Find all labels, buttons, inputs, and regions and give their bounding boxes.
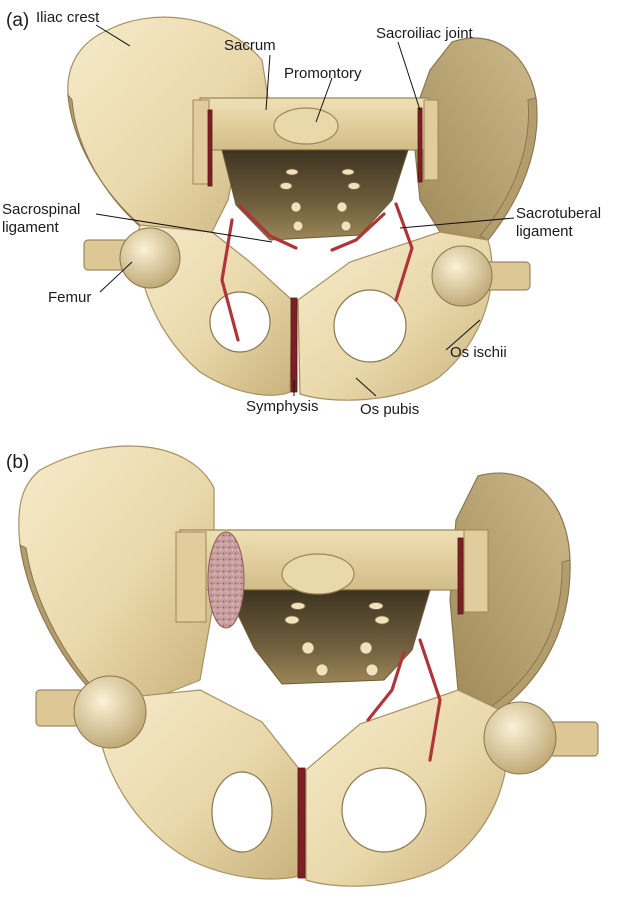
panel-a-symphysis bbox=[291, 298, 297, 392]
label-sacrum: Sacrum bbox=[224, 37, 276, 54]
panel-b-right-femur bbox=[484, 702, 598, 774]
panel-a-sacrum-underside bbox=[222, 150, 408, 240]
label-os-ischii: Os ischii bbox=[450, 344, 507, 361]
label-femur: Femur bbox=[48, 289, 91, 306]
panel-b-left-si-block bbox=[176, 532, 206, 622]
panel-b: (b) bbox=[6, 446, 598, 886]
label-iliac-crest: Iliac crest bbox=[36, 9, 100, 26]
label-sacrospinal-ligament-2: ligament bbox=[2, 219, 60, 236]
panel-b-left-femur bbox=[36, 676, 146, 748]
panel-a-left-si-block bbox=[193, 100, 209, 184]
label-sacrotuberal-ligament-1: Sacrotuberal bbox=[516, 205, 601, 222]
label-symphysis: Symphysis bbox=[246, 398, 319, 415]
panel-a-left-femur bbox=[84, 228, 180, 288]
panel-b-left-si-cartilage-surface bbox=[208, 532, 244, 628]
panel-b-right-si-block bbox=[464, 530, 488, 612]
panel-b-right-si-joint bbox=[458, 538, 463, 614]
panel-b-promontory bbox=[282, 554, 354, 594]
panel-a-left-obturator-foramen bbox=[210, 292, 270, 352]
panel-a-label: (a) bbox=[6, 10, 29, 31]
panel-a-promontory bbox=[274, 108, 338, 144]
panel-b-left-obturator-foramen bbox=[212, 772, 272, 852]
label-sacrotuberal-ligament-2: ligament bbox=[516, 223, 574, 240]
panel-a-right-si-joint bbox=[418, 108, 422, 182]
label-sacroiliac-joint: Sacroiliac joint bbox=[376, 25, 474, 42]
label-promontory: Promontory bbox=[284, 65, 362, 82]
panel-a-right-si-block bbox=[424, 100, 438, 180]
panel-a-left-si-joint bbox=[208, 110, 212, 186]
panel-b-right-obturator-foramen bbox=[342, 768, 426, 852]
panel-b-label: (b) bbox=[6, 452, 29, 473]
panel-b-symphysis bbox=[298, 768, 305, 878]
label-sacrospinal-ligament-1: Sacrospinal bbox=[2, 201, 80, 218]
panel-a-right-femur bbox=[432, 246, 530, 306]
label-os-pubis: Os pubis bbox=[360, 401, 419, 418]
panel-a: (a) bbox=[2, 9, 601, 418]
